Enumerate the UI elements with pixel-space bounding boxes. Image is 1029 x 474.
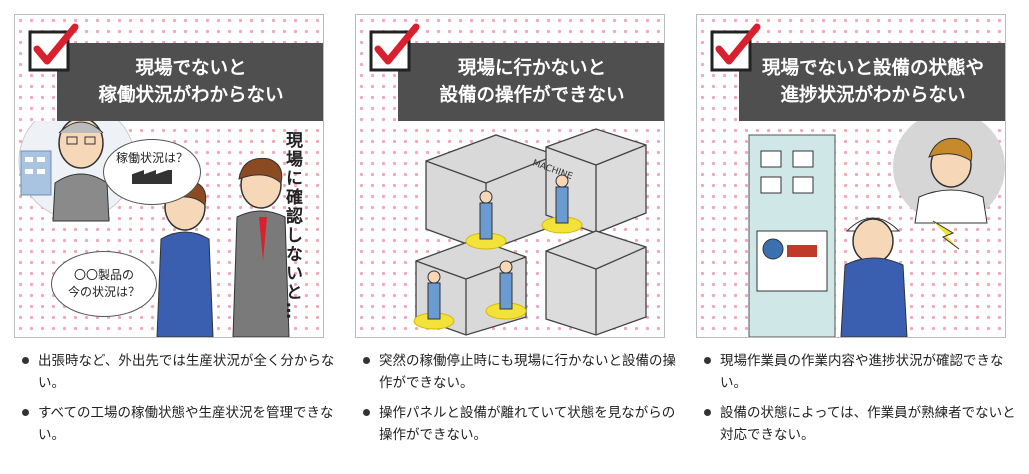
panel-2-bullets: 突然の稼働停止時にも現場に行かないと設備の操作ができない。 操作パネルと設備が離… bbox=[359, 350, 679, 454]
bubble-bottom-line2: 今の状況は？ bbox=[67, 285, 140, 299]
panel-3-title-line1: 現場でないと設備の状態や bbox=[761, 58, 984, 79]
panel-1-title-line1: 現場でないと bbox=[135, 58, 247, 79]
panel-3-title: 現場でないと設備の状態や 進捗状況がわからない bbox=[739, 43, 1005, 121]
panel-1-title: 現場でないと 稼働状況がわからない bbox=[57, 43, 323, 121]
panel-1-bullets: 出張時など、外出先では生産状況が全く分からない。 すべての工場の稼働状態や生産状… bbox=[18, 350, 338, 454]
checkbox-checked-icon bbox=[369, 23, 420, 72]
panel-1: 現場でないと 稼働状況がわからない 稼働状況は？ 〇〇製品の 今の状況は？ 現場… bbox=[14, 14, 324, 338]
bullet-item: すべての工場の稼働状態や生産状況を管理できない。 bbox=[18, 402, 338, 446]
panel-3-illustration bbox=[748, 121, 1005, 337]
panel-2-illustration: MACHINE bbox=[413, 128, 647, 336]
panel-3-bullets: 現場作業員の作業内容や進捗状況が確認できない。 設備の状態によっては、作業員が熟… bbox=[700, 350, 1020, 454]
panel-2-title-line1: 現場に行かないと bbox=[457, 58, 606, 79]
panel-2-title: 現場に行かないと 設備の操作ができない bbox=[398, 43, 664, 121]
bullet-item: 設備の状態によっては、作業員が熟練者でないと対応できない。 bbox=[700, 402, 1020, 446]
panel-2-title-line2: 設備の操作ができない bbox=[439, 85, 625, 106]
bullet-item: 出張時など、外出先では生産状況が全く分からない。 bbox=[18, 350, 338, 394]
bubble-status-question: 稼働状況は？ bbox=[103, 139, 201, 205]
bullet-item: 現場作業員の作業内容や進捗状況が確認できない。 bbox=[700, 350, 1020, 394]
checkbox-checked-icon bbox=[28, 23, 79, 72]
bubble-product-question: 〇〇製品の 今の状況は？ bbox=[51, 251, 157, 317]
bubble-bottom-line1: 〇〇製品の bbox=[73, 268, 134, 282]
panel-1-title-line2: 稼働状況がわからない bbox=[98, 85, 284, 106]
checkbox-checked-icon bbox=[710, 23, 761, 72]
factory-icon bbox=[132, 170, 172, 184]
bullet-item: 操作パネルと設備が離れていて状態を見ながらの操作ができない。 bbox=[359, 402, 679, 446]
panel-1-illustration bbox=[18, 121, 290, 337]
panel-3: 現場でないと設備の状態や 進捗状況がわからない bbox=[696, 14, 1006, 338]
panel-3-title-line2: 進捗状況がわからない bbox=[780, 85, 966, 106]
side-text: 現場に確認しないと… bbox=[282, 131, 302, 321]
bullet-item: 突然の稼働停止時にも現場に行かないと設備の操作ができない。 bbox=[359, 350, 679, 394]
panel-2: 現場に行かないと 設備の操作ができない MACHINE bbox=[355, 14, 665, 338]
bubble-top-text: 稼働状況は？ bbox=[115, 151, 188, 165]
